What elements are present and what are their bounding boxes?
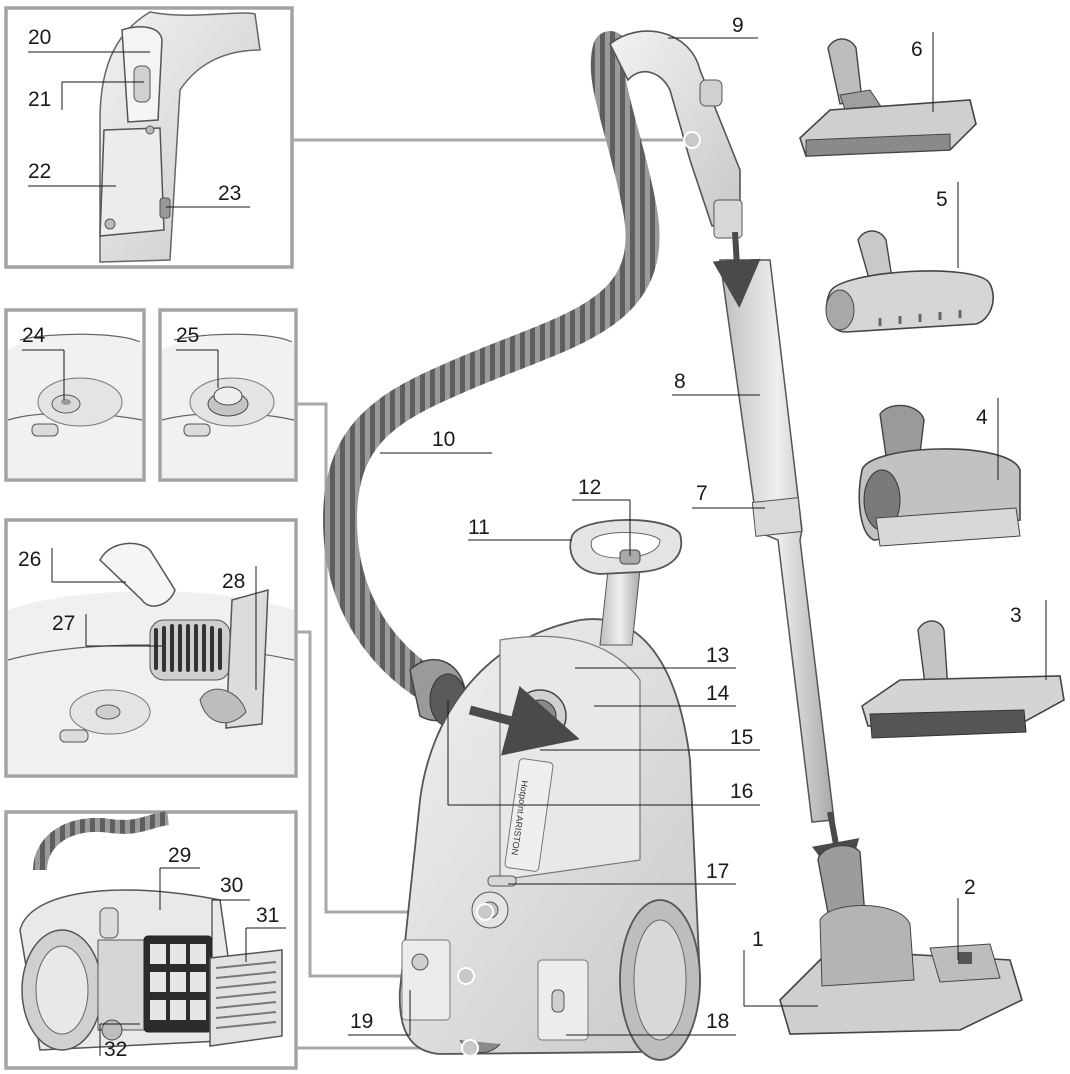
label-24: 24 (22, 324, 46, 347)
handle-closeup (99, 11, 261, 263)
connector-dial (296, 402, 485, 914)
accessory-storage-closeup (7, 542, 295, 774)
label-26: 26 (18, 548, 41, 571)
leader-lines (22, 32, 1047, 1056)
label-23: 23 (218, 182, 241, 205)
label-4: 4 (976, 406, 988, 429)
label-12: 12 (578, 476, 601, 499)
label-15: 15 (730, 726, 753, 749)
label-17: 17 (706, 860, 729, 883)
label-13: 13 (706, 644, 729, 667)
label-32: 32 (104, 1038, 127, 1061)
label-9: 9 (732, 14, 744, 37)
part-numbers: 1 2 3 4 5 6 7 8 9 10 11 12 13 14 15 16 1… (18, 14, 1022, 1061)
dial-closeup-24 (7, 333, 143, 478)
label-22: 22 (28, 160, 51, 183)
callout-dots (457, 131, 701, 1057)
label-10: 10 (432, 428, 455, 451)
dial-closeup-25 (161, 333, 295, 478)
label-8: 8 (674, 370, 686, 393)
label-18: 18 (706, 1010, 729, 1033)
label-14: 14 (706, 682, 730, 705)
label-28: 28 (222, 570, 245, 593)
label-6: 6 (911, 38, 923, 61)
label-1: 1 (752, 928, 764, 951)
label-27: 27 (52, 612, 75, 635)
upholstery-nozzle (825, 230, 994, 333)
label-29: 29 (168, 844, 191, 867)
rear-filter-closeup (19, 811, 283, 1051)
label-11: 11 (468, 516, 490, 539)
label-20: 20 (28, 26, 51, 49)
label-2: 2 (964, 876, 976, 899)
label-31: 31 (256, 904, 279, 927)
floor-nozzle-hard (861, 620, 1065, 739)
label-21: 21 (28, 88, 51, 111)
label-25: 25 (176, 324, 199, 347)
label-5: 5 (936, 188, 948, 211)
label-30: 30 (220, 874, 243, 897)
label-16: 16 (730, 780, 753, 803)
flexible-hose (322, 31, 660, 712)
label-3: 3 (1010, 604, 1022, 627)
parquet-nozzle (799, 38, 977, 157)
turbo-brush (858, 404, 1021, 547)
connector-accessory (296, 630, 468, 978)
label-19: 19 (350, 1010, 373, 1033)
floor-nozzle-combi (779, 844, 1023, 1035)
label-7: 7 (696, 482, 708, 505)
